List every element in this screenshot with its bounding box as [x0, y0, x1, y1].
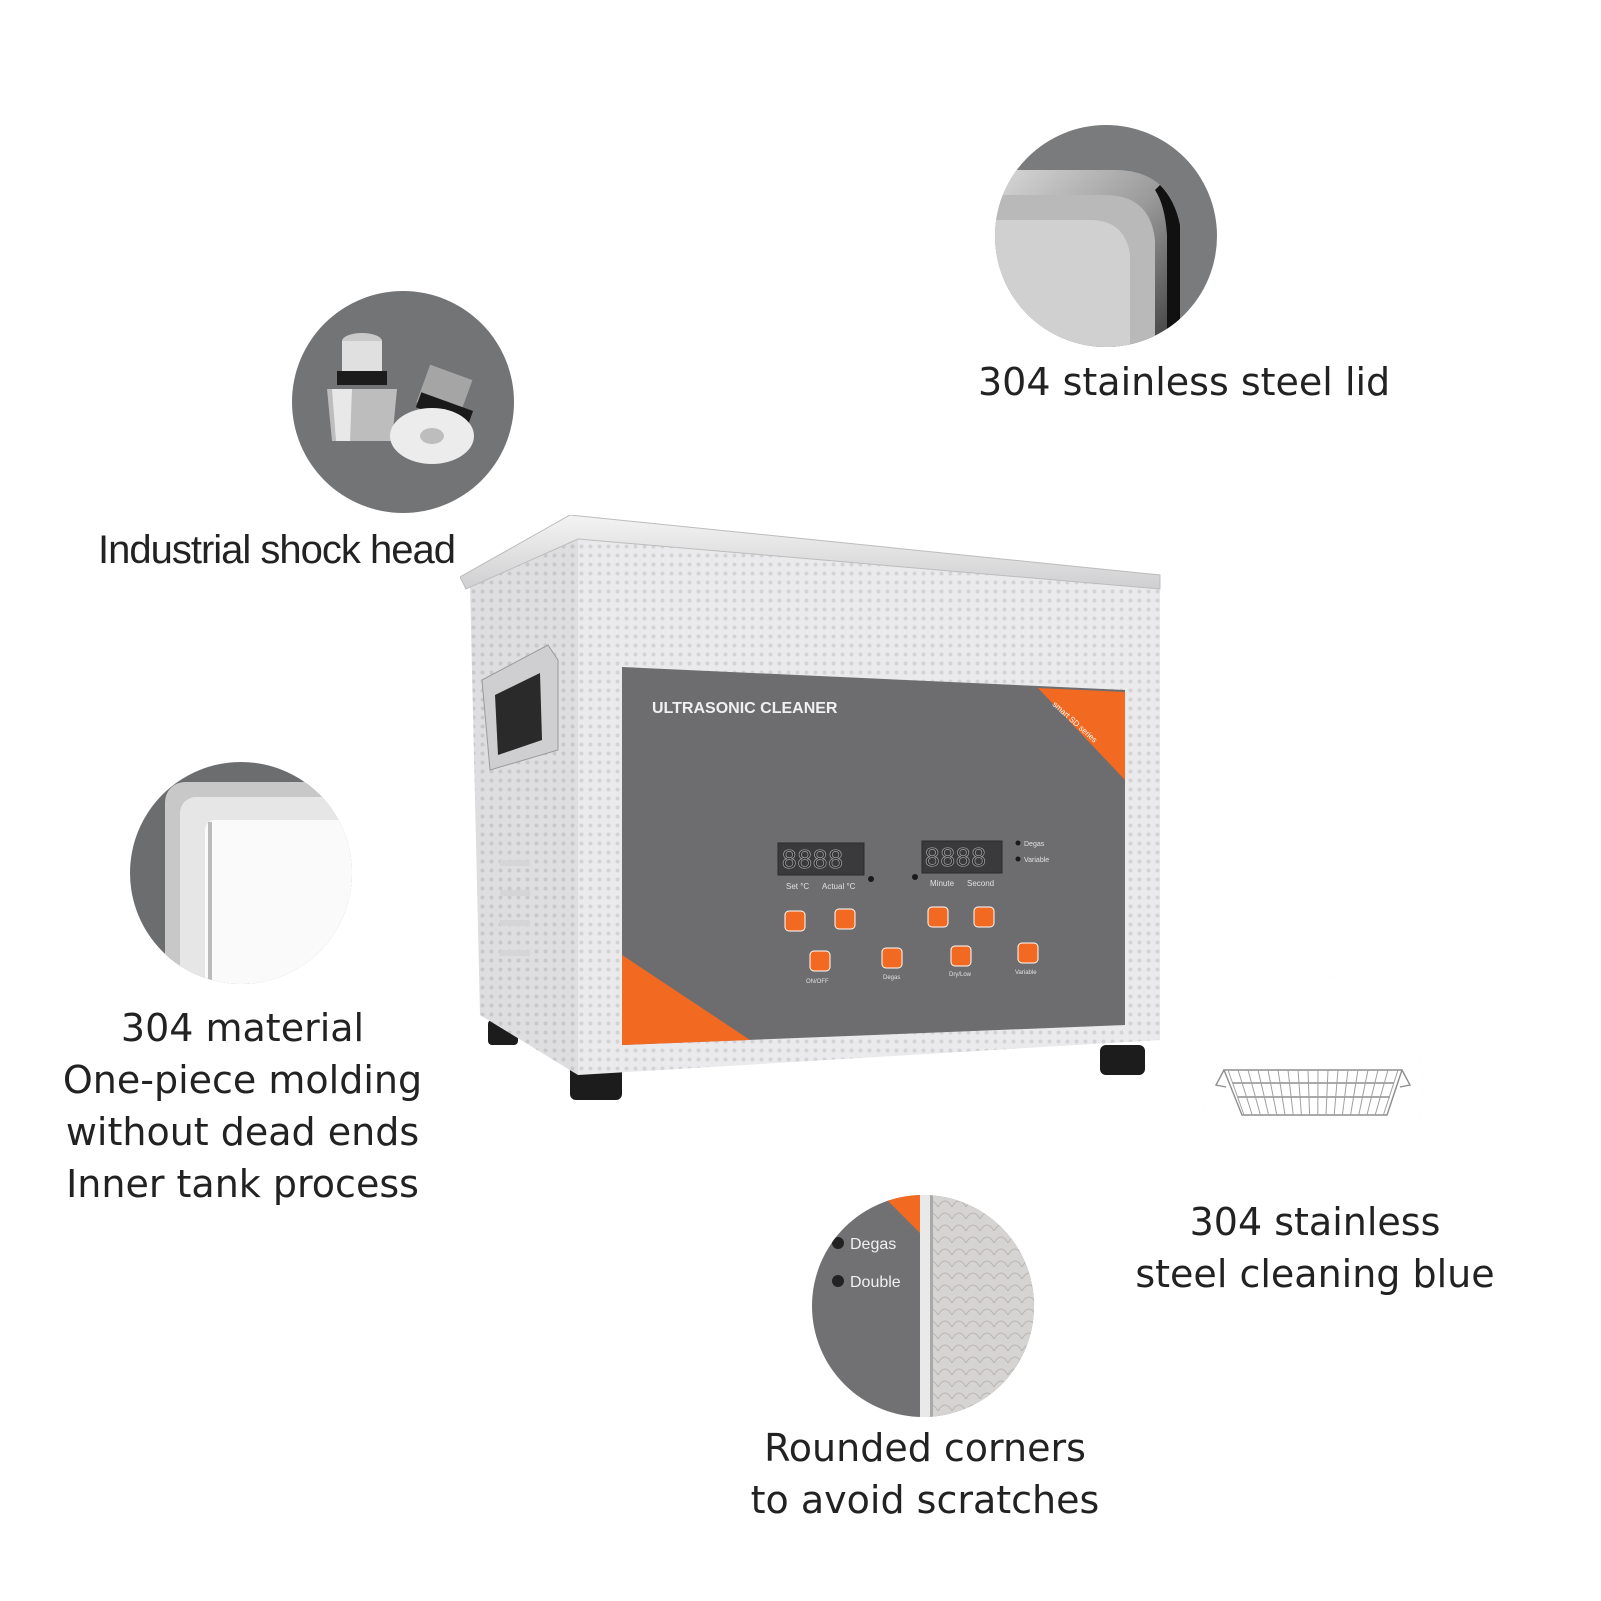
basket-wire [1297, 1069, 1302, 1116]
temp-set-button[interactable] [784, 910, 806, 932]
corners-caption: Rounded corners to avoid scratches [735, 1422, 1115, 1526]
basket-wire [1307, 1069, 1311, 1116]
material-caption-line-3: without dead ends [65, 1110, 420, 1154]
shock-head-detail-image [292, 291, 514, 513]
basket-wire [1277, 1069, 1286, 1116]
shock-head-caption: Industrial shock head [98, 524, 456, 576]
basket-caption: 304 stainless steel cleaning blue [1130, 1196, 1500, 1300]
control-panel [622, 667, 1125, 1045]
basket-wire [1374, 1069, 1389, 1116]
onoff-button[interactable] [809, 950, 831, 972]
basket-wire [1325, 1069, 1329, 1116]
basket-wire [1382, 1069, 1399, 1116]
variable-label: Variable [1015, 970, 1037, 976]
basket-wire [1247, 1069, 1261, 1116]
lid-caption-line: 304 stainless steel lid [978, 360, 1391, 404]
time-down-button[interactable] [927, 906, 949, 928]
temp-display-digits: 8888 [782, 844, 844, 874]
onoff-label: ON/OFF [806, 979, 829, 985]
material-caption-line-4: Inner tank process [66, 1162, 419, 1206]
basket-wire [1257, 1069, 1270, 1116]
basket-wire [1333, 1069, 1339, 1116]
brand-label: ULTRASONIC CLEANER [652, 700, 838, 717]
corners-label-degas: Degas [850, 1236, 896, 1253]
foot-front-right [1100, 1045, 1145, 1075]
basket-wire [1287, 1069, 1294, 1116]
time-label-minute: Minute [930, 879, 955, 888]
time-up-button[interactable] [973, 906, 995, 928]
basket-wire [1358, 1069, 1369, 1116]
indicator-degas: Degas [1024, 841, 1045, 848]
drylow-button[interactable] [950, 945, 972, 967]
shock-head-caption-line: Industrial shock head [98, 528, 456, 572]
corners-detail-image: Degas Double [812, 1195, 1034, 1417]
temp-label-set: Set °C [786, 882, 809, 891]
lid-detail-image [995, 125, 1217, 347]
corners-caption-line-2: to avoid scratches [750, 1478, 1100, 1522]
material-caption: 304 material One-piece molding without d… [55, 1002, 430, 1210]
indicator-variable: Variable [1024, 857, 1049, 864]
basket-wire [1350, 1069, 1359, 1116]
degas-label: Degas [883, 975, 900, 981]
basket-wire [1227, 1069, 1245, 1116]
time-display-digits: 8888 [925, 842, 987, 872]
basket-wire [1366, 1069, 1379, 1116]
basket-detail-image [1202, 975, 1424, 1197]
basket-wire [1267, 1069, 1278, 1116]
material-caption-line-1: 304 material [120, 1006, 365, 1050]
drylow-label: Dry/Low [949, 972, 972, 978]
corners-caption-line-1: Rounded corners [764, 1426, 1086, 1470]
lid-caption: 304 stainless steel lid [978, 356, 1390, 408]
temp-heat-button[interactable] [834, 908, 856, 930]
material-detail-image [130, 762, 352, 984]
basket-wire [1341, 1069, 1349, 1116]
corners-label-double: Double [850, 1274, 901, 1291]
variable-button[interactable] [1017, 942, 1039, 964]
basket-caption-line-1: 304 stainless [1189, 1200, 1441, 1244]
basket-caption-line-2: steel cleaning blue [1135, 1252, 1495, 1296]
basket-wire [1237, 1069, 1253, 1116]
material-caption-line-2: One-piece molding [62, 1058, 423, 1102]
time-label-second: Second [967, 879, 994, 888]
degas-button[interactable] [881, 947, 903, 969]
ultrasonic-cleaner-device: ULTRASONIC CLEANER smart SD series 8888 … [459, 514, 1200, 1135]
temp-label-actual: Actual °C [822, 882, 856, 891]
